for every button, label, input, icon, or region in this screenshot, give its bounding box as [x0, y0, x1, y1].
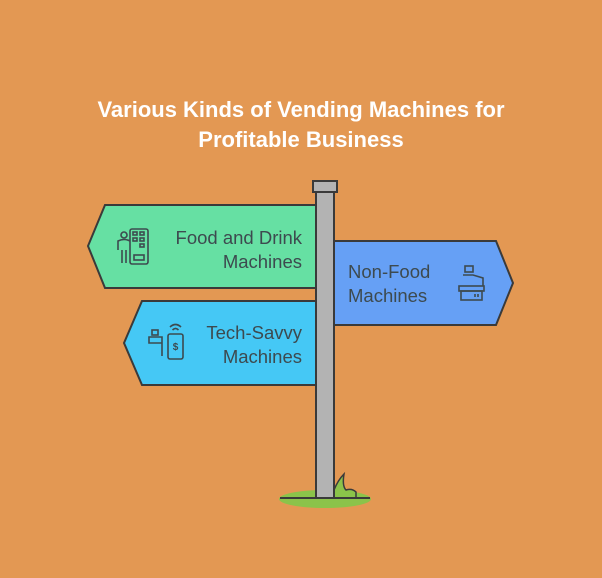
sign-food-and-drink — [86, 204, 317, 289]
dispenser-machine-icon — [458, 265, 485, 301]
sign-tech-savvy — [122, 300, 317, 386]
label-line: Tech-Savvy — [206, 322, 302, 343]
label-line: Food and Drink — [175, 227, 302, 248]
label-line: Non-Food — [348, 261, 431, 282]
title-line-2: Profitable Business — [198, 127, 404, 152]
sign-label-food-and-drink: Food and Drink Machines — [150, 226, 302, 274]
post-cap — [312, 180, 338, 193]
label-line: Machines — [222, 346, 302, 367]
svg-text:$: $ — [173, 342, 179, 353]
title-line-1: Various Kinds of Vending Machines for — [97, 97, 505, 122]
label-line: Machines — [348, 285, 428, 306]
post — [315, 190, 335, 499]
sign-label-tech-savvy: Tech-Savvy Machines — [190, 321, 302, 369]
cashless-payment-icon: $ — [148, 323, 184, 360]
sign-non-food — [333, 240, 515, 326]
label-line: Machines — [222, 251, 302, 272]
diagram-title: Various Kinds of Vending Machines for Pr… — [0, 95, 602, 155]
vending-machine-person-icon — [117, 228, 149, 265]
sign-label-non-food: Non-Food Machines — [348, 260, 458, 308]
